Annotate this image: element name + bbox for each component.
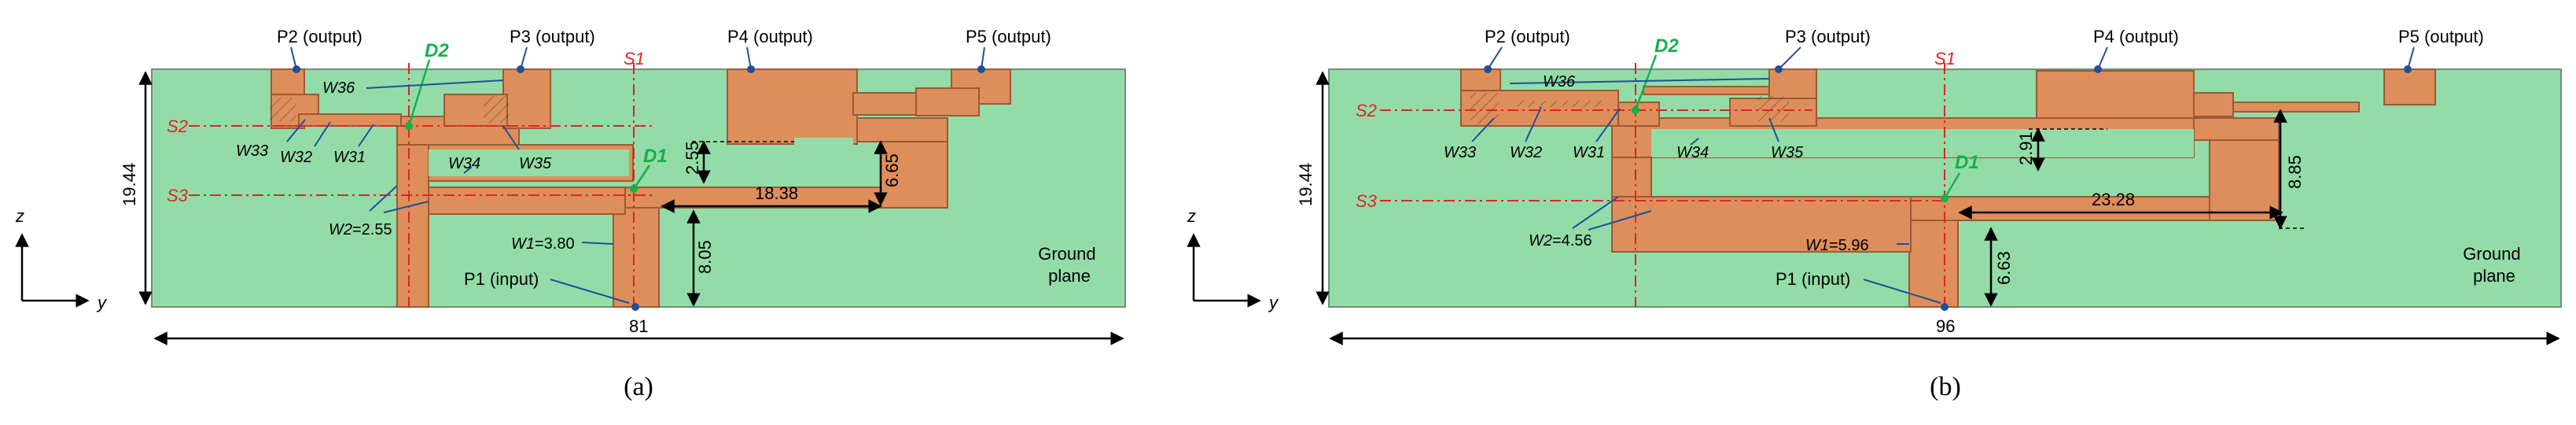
width-label-w32: W32 (280, 149, 312, 166)
symmetry-label-s1: S1 (1934, 49, 1956, 68)
width-label-w33: W33 (236, 142, 268, 160)
diode-label-d2: D2 (1654, 35, 1679, 57)
dim-d3: 23.28 (2092, 190, 2135, 209)
symmetry-label-s2: S2 (167, 116, 188, 136)
port-label-p3: P3 (output) (510, 27, 595, 46)
caption-b: (b) (1930, 372, 1961, 401)
width-label-w1: W1=3.80 (511, 235, 575, 253)
width-label-w2: W2=2.55 (329, 221, 392, 238)
caption-a: (a) (624, 372, 653, 401)
port-label-p1: P1 (input) (1776, 269, 1850, 289)
dimension-lines (1316, 71, 2560, 346)
dim-length: 96 (1936, 316, 1955, 336)
axis-z-label: z (1187, 206, 1196, 226)
dimension-lines (138, 71, 1124, 346)
port-label-p4: P4 (output) (727, 27, 813, 46)
ground-label: Ground plane (1038, 244, 1101, 286)
port-label-p4: P4 (output) (2093, 27, 2179, 46)
dim-d1: 2.91 (2016, 131, 2036, 165)
axis-y-label: y (1268, 293, 1279, 312)
dim-d1: 2.55 (683, 141, 702, 175)
port-label-p5: P5 (output) (2398, 27, 2484, 46)
port-label-p2: P2 (output) (277, 27, 362, 46)
width-label-w1: W1=5.96 (1805, 237, 1869, 254)
width-label-w35: W35 (1771, 144, 1804, 161)
width-label-w35: W35 (519, 155, 552, 172)
port-p1-dot (1941, 303, 1949, 311)
axes-indicator (1187, 233, 1261, 308)
dim-height: 19.44 (120, 163, 139, 206)
panel-a: S1 S2 S3 19.44 81 2.55 6.65 18.38 8.05 P… (15, 27, 1126, 401)
port-label-p3: P3 (output) (1785, 27, 1871, 46)
width-label-w33: W33 (1444, 144, 1476, 161)
diode-label-d1: D1 (643, 146, 668, 167)
diode-label-d1: D1 (1955, 152, 1979, 173)
width-label-w34: W34 (1676, 144, 1709, 161)
diode-label-d2: D2 (425, 40, 449, 61)
axis-y-label: y (96, 293, 108, 312)
symmetry-label-s1: S1 (624, 49, 645, 68)
symmetry-lines (1380, 63, 1945, 307)
dim-d4: 6.63 (1994, 251, 2014, 285)
port-label-p1: P1 (input) (464, 269, 539, 289)
axis-z-label: z (15, 206, 24, 226)
dim-length: 81 (629, 316, 648, 336)
port-label-p2: P2 (output) (1485, 27, 1570, 46)
dim-d4: 8.05 (695, 240, 715, 274)
port-label-p5: P5 (output) (966, 27, 1051, 46)
ground-label: Ground plane (2463, 244, 2526, 286)
width-label-w2: W2=4.56 (1529, 232, 1592, 249)
width-label-w31: W31 (1573, 144, 1605, 161)
antenna-copper (1460, 68, 2436, 308)
dim-d3: 18.38 (755, 183, 798, 203)
dim-d2: 8.85 (2285, 155, 2305, 189)
width-label-w32: W32 (1510, 144, 1542, 161)
width-label-w34: W34 (448, 155, 480, 172)
dim-height: 19.44 (1296, 163, 1316, 206)
dim-d2: 6.65 (882, 153, 902, 187)
width-label-w36: W36 (322, 79, 355, 97)
width-label-w31: W31 (333, 149, 366, 166)
symmetry-label-s3: S3 (1356, 191, 1378, 211)
symmetry-label-s2: S2 (1356, 101, 1377, 120)
width-label-w36: W36 (1543, 73, 1576, 91)
port-p1-dot (631, 303, 639, 311)
symmetry-label-s3: S3 (167, 186, 189, 205)
antenna-copper (270, 68, 1011, 308)
panel-b: S1 S2 S3 19.44 96 2.91 8.85 23.28 6.63 P… (1187, 27, 2562, 401)
axes-indicator (15, 233, 90, 308)
